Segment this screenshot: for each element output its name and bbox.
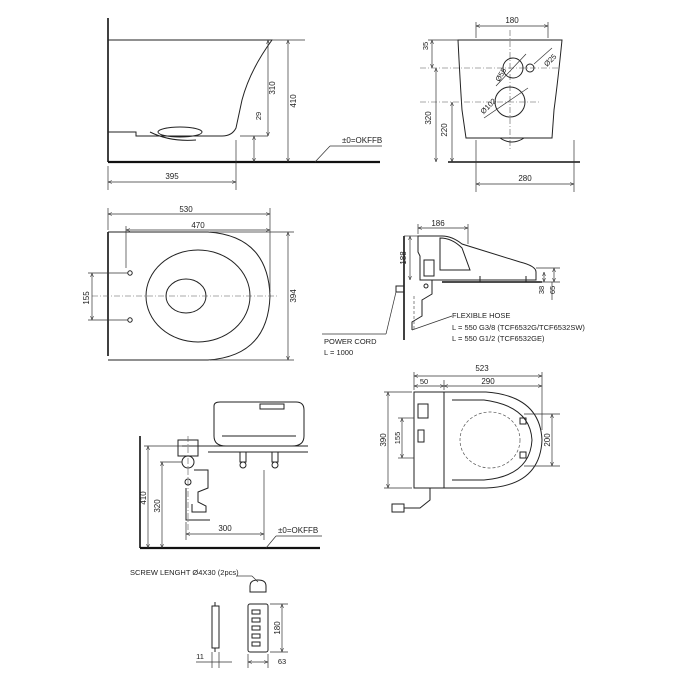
hose-line1: L = 550 G3/8 (TCF6532G/TCF6532SW) bbox=[452, 323, 585, 332]
front-view: Ø55 Ø25 Ø102 180 35 320 220 280 bbox=[420, 16, 580, 192]
seat-plan-inner-label: 155 bbox=[393, 432, 402, 445]
power-cord-title: POWER CORD bbox=[324, 337, 377, 346]
front-height-b-label: 220 bbox=[440, 123, 449, 137]
seat-plan-depth-label: 390 bbox=[379, 433, 388, 447]
remote-views: SCREW LENGHT Ø4X30 (2pcs) 180 11 63 bbox=[130, 568, 288, 668]
top-offset-label: 35 bbox=[421, 42, 430, 50]
plan-inner-width-label: 470 bbox=[191, 221, 205, 230]
remote-height-label: 180 bbox=[273, 621, 282, 635]
seat-width-label: 186 bbox=[431, 219, 445, 228]
seat-plan-width-label: 200 bbox=[543, 433, 552, 447]
front-height-a-label: 320 bbox=[424, 111, 433, 125]
seat-h-b-label: 65 bbox=[548, 286, 557, 294]
remote-width-label: 63 bbox=[278, 657, 286, 666]
floor-label-bottom: ±0=OKFFB bbox=[278, 526, 318, 535]
seat-h-a-label: 38 bbox=[537, 286, 546, 294]
seat-plan-left-label: 50 bbox=[420, 377, 428, 386]
install-h2-label: 320 bbox=[153, 499, 162, 513]
side-small-label: 29 bbox=[254, 112, 263, 120]
install-view: 410 320 300 ±0=OKFFB bbox=[139, 401, 322, 550]
remote-depth-label: 11 bbox=[196, 652, 204, 661]
hose-line2: L = 550 G1/2 (TCF6532GE) bbox=[452, 334, 545, 343]
install-distance-label: 300 bbox=[218, 524, 232, 533]
seat-plan-body-label: 290 bbox=[481, 377, 495, 386]
seat-side-view: 186 188 38 65 FLEXIBLE HOSE L = 550 G3/8… bbox=[322, 219, 585, 357]
hose-title: FLEXIBLE HOSE bbox=[452, 311, 510, 320]
plan-outer-width-label: 530 bbox=[179, 205, 193, 214]
side-width-label: 395 bbox=[165, 172, 179, 181]
seat-plan-total-label: 523 bbox=[475, 364, 489, 373]
plan-view: 530 470 155 394 bbox=[82, 205, 298, 361]
seat-height-label: 188 bbox=[399, 251, 408, 265]
install-h1-label: 410 bbox=[139, 491, 148, 505]
side-view: 410 310 29 395 ±0=OKFFB bbox=[107, 18, 382, 190]
front-width-label: 180 bbox=[505, 16, 519, 25]
plan-depth-label: 394 bbox=[289, 289, 298, 303]
side-height-label: 410 bbox=[289, 94, 298, 108]
side-rim-label: 310 bbox=[268, 81, 277, 95]
screw-label: SCREW LENGHT Ø4X30 (2pcs) bbox=[130, 568, 239, 577]
seat-plan-view: 523 50 290 390 155 200 bbox=[379, 364, 560, 513]
power-cord-length: L = 1000 bbox=[324, 348, 353, 357]
plan-fixing-label: 155 bbox=[82, 291, 91, 305]
floor-label-top: ±0=OKFFB bbox=[342, 136, 382, 145]
front-base-label: 280 bbox=[518, 174, 532, 183]
